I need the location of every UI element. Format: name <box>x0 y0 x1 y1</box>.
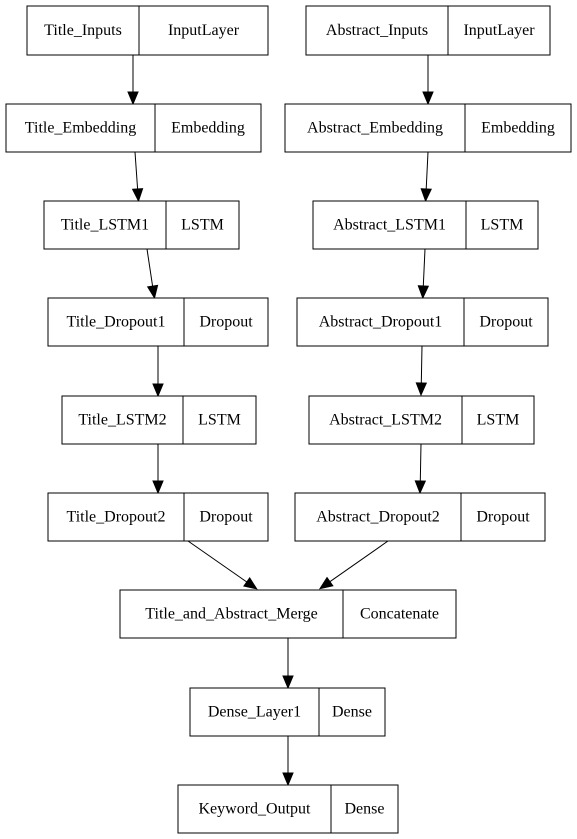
node-title-inputs-type: InputLayer <box>168 22 240 39</box>
node-abstract-embedding-name: Abstract_Embedding <box>307 120 443 137</box>
node-title-lstm1: Title_LSTM1 LSTM <box>43 200 240 250</box>
node-merge: Title_and_Abstract_Merge Concatenate <box>119 589 457 639</box>
node-abstract-lstm2-type: LSTM <box>477 412 520 429</box>
node-title-dropout1: Title_Dropout1 Dropout <box>47 297 269 347</box>
edge-merge-to-dense-layer1 <box>282 638 294 690</box>
node-dense-layer1-type: Dense <box>332 704 372 721</box>
edge-title-lstm2-to-title-dropout2 <box>152 444 164 495</box>
node-abstract-lstm2: Abstract_LSTM2 LSTM <box>308 395 535 445</box>
node-keyword-output-type: Dense <box>345 801 385 818</box>
node-abstract-lstm1: Abstract_LSTM1 LSTM <box>312 200 539 250</box>
node-dense-layer1: Dense_Layer1 Dense <box>189 687 386 737</box>
edge-abstract-lstm2-to-abstract-dropout2 <box>414 443 427 495</box>
node-title-lstm2-name: Title_LSTM2 <box>78 412 166 429</box>
nodes: Title_Inputs InputLayer Abstract_Inputs … <box>5 5 572 834</box>
edge-abstract-lstm1-to-abstract-dropout1 <box>417 248 430 300</box>
edge-title-dropout2-to-merge <box>187 540 258 590</box>
node-title-dropout2-type: Dropout <box>199 509 253 526</box>
edge-abstract-dropout2-to-merge <box>318 540 389 590</box>
node-title-lstm1-name: Title_LSTM1 <box>61 217 149 234</box>
node-title-dropout2-name: Title_Dropout2 <box>67 509 166 526</box>
edge-abstract-dropout1-to-abstract-lstm2 <box>415 345 428 397</box>
node-merge-type: Concatenate <box>360 606 439 623</box>
edge-abstract-embedding-to-abstract-lstm1 <box>420 151 432 203</box>
node-abstract-embedding-type: Embedding <box>481 120 555 137</box>
node-title-dropout1-name: Title_Dropout1 <box>67 314 166 331</box>
node-abstract-dropout1-type: Dropout <box>479 314 533 331</box>
edge-abstract-inputs-to-abstract-embedding <box>422 55 434 106</box>
node-abstract-inputs-name: Abstract_Inputs <box>326 22 428 39</box>
node-title-embedding-type: Embedding <box>171 120 245 137</box>
node-title-inputs: Title_Inputs InputLayer <box>26 5 269 56</box>
node-keyword-output-name: Keyword_Output <box>199 801 312 818</box>
node-title-lstm1-type: LSTM <box>181 217 224 234</box>
node-abstract-dropout2-type: Dropout <box>476 509 530 526</box>
node-abstract-inputs: Abstract_Inputs InputLayer <box>305 5 551 56</box>
node-keyword-output: Keyword_Output Dense <box>177 784 399 834</box>
node-abstract-dropout1-name: Abstract_Dropout1 <box>319 314 443 331</box>
node-merge-name: Title_and_Abstract_Merge <box>145 606 317 623</box>
node-abstract-lstm2-name: Abstract_LSTM2 <box>329 412 442 429</box>
node-title-dropout1-type: Dropout <box>199 314 253 331</box>
node-abstract-lstm1-name: Abstract_LSTM1 <box>333 217 446 234</box>
node-abstract-dropout2-name: Abstract_Dropout2 <box>316 509 440 526</box>
node-abstract-inputs-type: InputLayer <box>463 22 535 39</box>
node-title-lstm2-type: LSTM <box>198 412 241 429</box>
edges <box>127 55 434 787</box>
node-abstract-dropout2: Abstract_Dropout2 Dropout <box>294 492 546 542</box>
edge-title-lstm1-to-title-dropout1 <box>146 248 159 300</box>
node-title-inputs-name: Title_Inputs <box>44 22 122 39</box>
edge-title-inputs-to-title-embedding <box>127 55 139 106</box>
edge-dense-layer1-to-keyword-output <box>282 736 294 787</box>
node-title-dropout2: Title_Dropout2 Dropout <box>47 492 269 542</box>
node-title-embedding-name: Title_Embedding <box>25 120 136 137</box>
node-title-embedding: Title_Embedding Embedding <box>5 103 262 153</box>
node-abstract-lstm1-type: LSTM <box>481 217 524 234</box>
node-abstract-dropout1: Abstract_Dropout1 Dropout <box>296 297 549 347</box>
edge-title-dropout1-to-title-lstm2 <box>152 346 164 398</box>
node-title-lstm2: Title_LSTM2 LSTM <box>61 395 257 445</box>
node-dense-layer1-name: Dense_Layer1 <box>208 704 301 721</box>
node-abstract-embedding: Abstract_Embedding Embedding <box>284 103 572 153</box>
edge-title-embedding-to-title-lstm1 <box>131 151 144 203</box>
